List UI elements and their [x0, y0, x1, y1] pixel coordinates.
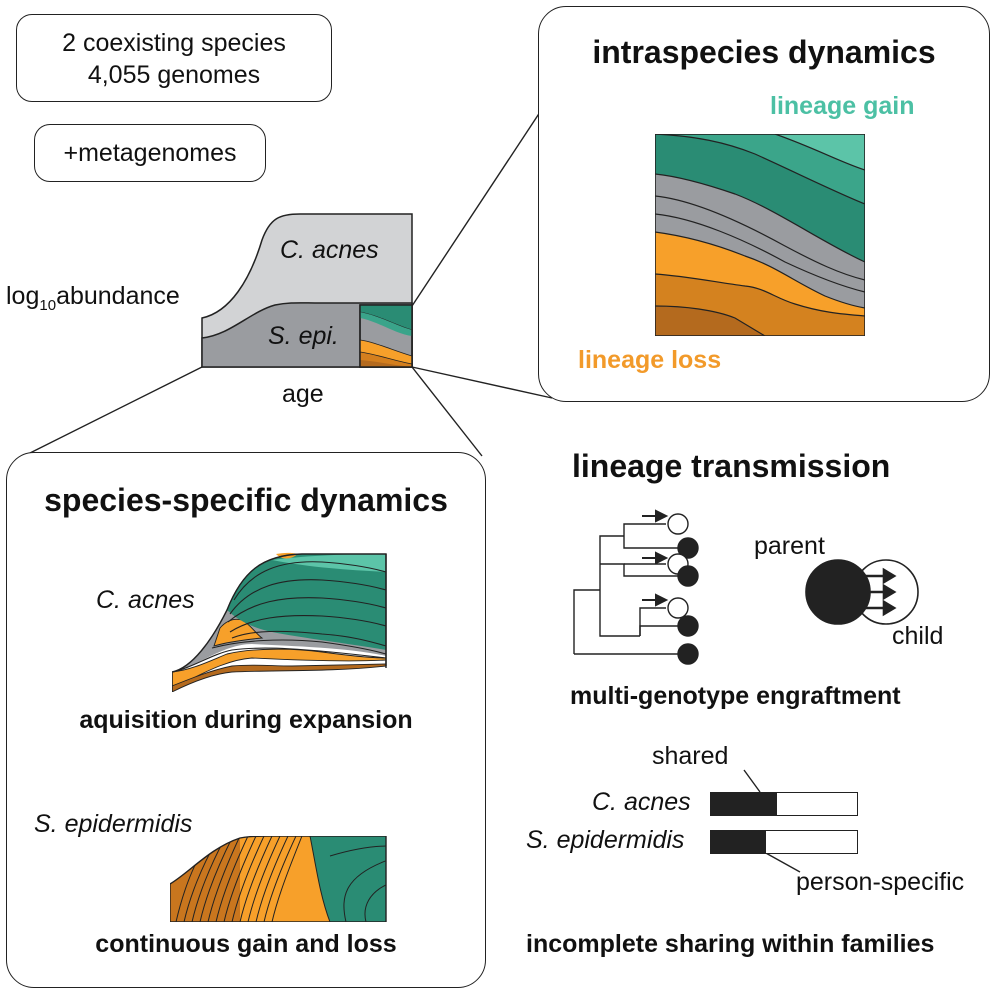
tip-filled-2 — [677, 565, 699, 587]
bar1-species-label: C. acnes — [592, 788, 691, 816]
bar1-shared-fill — [711, 793, 777, 815]
overview-species-bottom: S. epi. — [268, 322, 339, 350]
overview-y-axis-label: log10abundance — [6, 282, 180, 314]
engraftment-caption: multi-genotype engraftment — [570, 682, 901, 710]
bar2-species-label: S. epidermidis — [526, 826, 685, 854]
child-label: child — [892, 622, 944, 650]
panel2-caption: continuous gain and loss — [95, 930, 397, 958]
summary-line-1: 2 coexisting species — [62, 29, 286, 57]
tip-filled-4 — [677, 643, 699, 665]
bar2-track — [710, 830, 858, 854]
bar2-shared-fill — [711, 831, 767, 853]
parent-label: parent — [754, 532, 825, 560]
summary-box: 2 coexisting species 4,055 genomes — [16, 14, 332, 102]
intraspecies-title: intraspecies dynamics — [592, 34, 936, 70]
tip-open-3 — [667, 597, 689, 619]
tip-filled-3 — [677, 615, 699, 637]
shared-label: shared — [652, 742, 729, 770]
person-specific-label: person-specific — [796, 868, 965, 896]
summary-line-2: 4,055 genomes — [87, 61, 261, 89]
transmission-title: lineage transmission — [572, 448, 891, 484]
lineage-gain-label: lineage gain — [770, 92, 915, 120]
phylogenetic-tree — [573, 509, 699, 665]
sharing-caption: incomplete sharing within families — [526, 930, 935, 958]
metagenomes-box: +metagenomes — [34, 124, 266, 182]
ylabel-sub: 10 — [39, 297, 57, 314]
ylabel-base: log — [6, 282, 40, 310]
overview-x-axis-label: age — [282, 380, 324, 408]
panel1-caption: aquisition during expansion — [79, 706, 413, 734]
parent-child-diagram — [805, 559, 919, 625]
species-specific-title: species-specific dynamics — [44, 482, 448, 518]
panel2-species-label: S. epidermidis — [34, 810, 193, 838]
tip-filled-1 — [677, 537, 699, 559]
c-acnes-dynamics-chart — [172, 552, 387, 692]
tip-open-1 — [667, 513, 689, 535]
metagenomes-label: +metagenomes — [63, 139, 237, 167]
overview-species-top: C. acnes — [280, 236, 379, 264]
ylabel-rest: abundance — [56, 282, 180, 310]
intraspecies-chart — [655, 134, 865, 336]
panel1-species-label: C. acnes — [96, 586, 195, 614]
s-epidermidis-dynamics-chart — [170, 836, 387, 922]
overview-inset — [359, 304, 413, 368]
lineage-loss-label: lineage loss — [578, 346, 722, 374]
bar1-track — [710, 792, 858, 816]
